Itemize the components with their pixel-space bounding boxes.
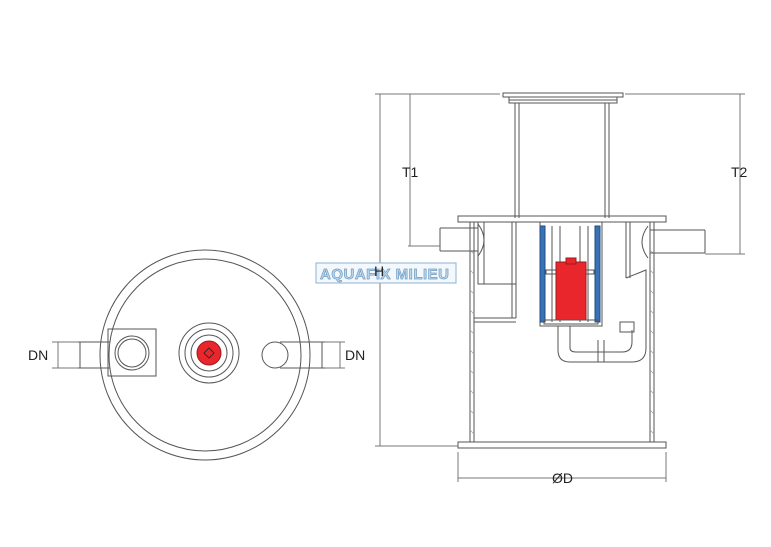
- float-cap: [565, 257, 577, 265]
- top-view-outer-rim: [99, 249, 311, 461]
- top-view-inlet: [60, 328, 157, 377]
- float-body: [555, 261, 587, 321]
- side-view: [439, 92, 706, 449]
- aquafix-milieu-logo: AQUAFIX MILIEU: [315, 262, 457, 284]
- cage-post-right: [594, 225, 601, 323]
- dn-dimension-right: [325, 341, 345, 369]
- dn-dimension-left: [52, 341, 78, 369]
- dn-label-left: DN: [28, 347, 48, 363]
- logo-text: AQUAFIX MILIEU: [320, 266, 450, 283]
- h-label: H: [374, 263, 384, 279]
- tank-top-flange: [457, 215, 667, 223]
- t1-label: T1: [402, 164, 419, 180]
- dimension-od: [457, 452, 667, 482]
- top-view-outlet: [261, 341, 338, 369]
- manhole-cover: [502, 92, 624, 104]
- cage-post-left: [539, 225, 546, 323]
- coalescer-cage: [539, 221, 603, 327]
- tank-body: [457, 222, 667, 449]
- riser-shaft: [514, 103, 610, 218]
- top-view-float: [196, 340, 222, 366]
- dimension-t1: [408, 94, 440, 247]
- outlet-pipe: [625, 222, 706, 330]
- od-label: ØD: [552, 470, 573, 486]
- t2-label: T2: [731, 164, 748, 180]
- outlet-elbow: [557, 321, 647, 363]
- dimension-t2: [625, 93, 745, 255]
- top-view: [52, 249, 345, 461]
- top-view-inner-rim: [108, 258, 302, 452]
- dn-label-right: DN: [345, 347, 365, 363]
- top-view-central-manhole: [178, 322, 240, 384]
- inlet-pipe: [439, 221, 517, 323]
